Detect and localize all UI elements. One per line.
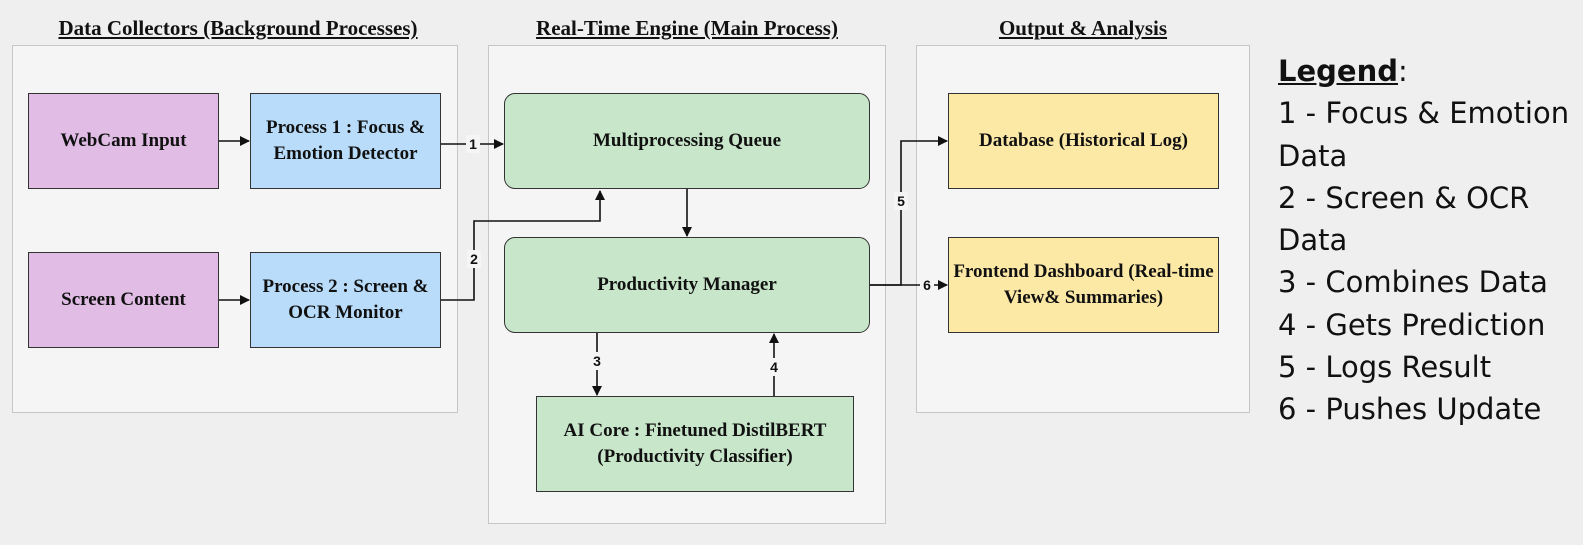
- legend-item-1: 1 - Focus & Emotion Data: [1278, 96, 1570, 173]
- collectors-group-title: Data Collectors (Background Processes): [58, 16, 418, 40]
- edge-label-3: 3: [593, 353, 601, 369]
- legend-heading: Legend:: [1278, 50, 1578, 92]
- productivity-manager-node: Productivity Manager: [504, 237, 870, 333]
- process2-node: Process 2 : Screen & OCR Monitor: [250, 252, 441, 348]
- multiprocessing-queue-node: Multiprocessing Queue: [504, 93, 870, 189]
- edge-label-4: 4: [770, 359, 778, 375]
- legend-title: Legend: [1278, 54, 1398, 88]
- edge-label-6: 6: [923, 277, 931, 293]
- edge-2-process2-to-queue: [441, 190, 605, 301]
- webcam-input-node: WebCam Input: [28, 93, 219, 189]
- engine-group-title: Real-Time Engine (Main Process): [536, 16, 838, 40]
- output-group-title: Output & Analysis: [998, 16, 1168, 40]
- edge-label-5: 5: [897, 193, 905, 209]
- ai-core-node: AI Core : Finetuned DistilBERT (Producti…: [536, 396, 854, 492]
- edge-label-1: 1: [469, 136, 477, 152]
- legend: Legend: 1 - Focus & Emotion Data 2 - Scr…: [1278, 50, 1578, 431]
- legend-item-4: 4 - Gets Prediction: [1278, 307, 1546, 342]
- frontend-dashboard-node: Frontend Dashboard (Real-time View& Summ…: [948, 237, 1219, 333]
- legend-title-suffix: :: [1397, 54, 1408, 88]
- legend-item-5: 5 - Logs Result: [1278, 350, 1492, 385]
- edge-5-manager-to-database: [870, 136, 948, 286]
- legend-item-3: 3 - Combines Data: [1278, 265, 1548, 300]
- process1-node: Process 1 : Focus & Emotion Detector: [250, 93, 441, 189]
- edge-label-2: 2: [470, 251, 478, 267]
- screen-content-node: Screen Content: [28, 252, 219, 348]
- legend-item-6: 6 - Pushes Update: [1278, 392, 1542, 427]
- database-node: Database (Historical Log): [948, 93, 1219, 189]
- legend-item-2: 2 - Screen & OCR Data: [1278, 180, 1530, 258]
